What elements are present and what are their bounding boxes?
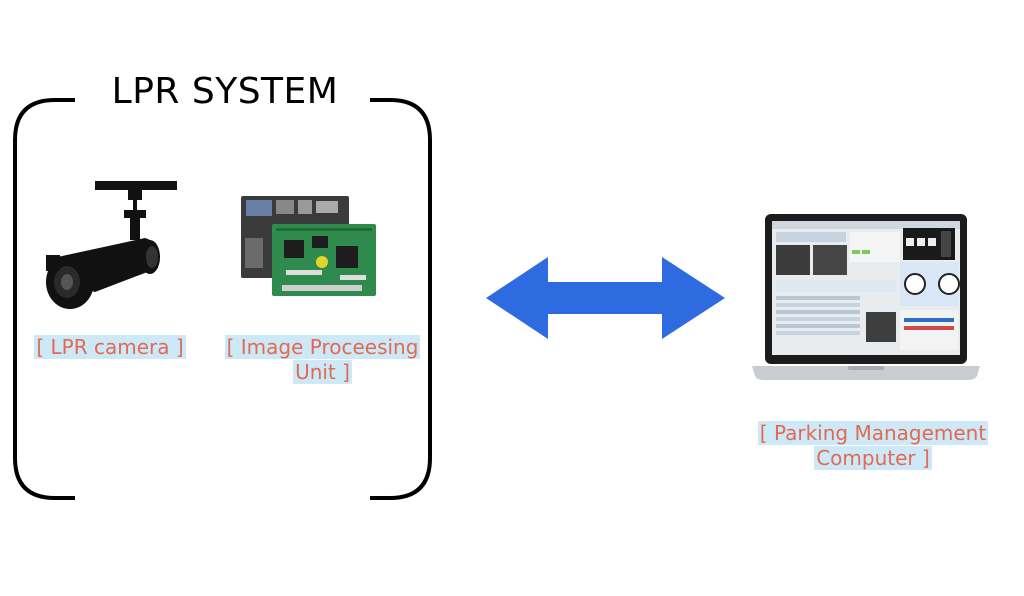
parking-management-computer-label: [ Parking Management Computer ] [748, 421, 998, 471]
circuit-board-icon [241, 196, 376, 296]
system-bracket-left [13, 98, 75, 500]
parking-management-computer-label-line2: Computer ] [814, 446, 932, 470]
system-bracket-right [370, 98, 432, 500]
lpr-camera-label: [ LPR camera ] [30, 335, 190, 360]
image-processing-unit-label-line1: [ Image Proceesing [224, 335, 421, 359]
parking-management-computer-label-line1: [ Parking Management [757, 421, 989, 445]
image-processing-unit-label-line2: Unit ] [293, 360, 352, 384]
bidirectional-arrow-icon [486, 257, 725, 339]
system-title: LPR SYSTEM [111, 71, 339, 112]
laptop-icon [752, 214, 980, 380]
cctv-camera-icon [46, 181, 177, 309]
image-processing-unit-label: [ Image Proceesing Unit ] [215, 335, 430, 385]
lpr-camera-label-text: [ LPR camera ] [34, 335, 186, 359]
